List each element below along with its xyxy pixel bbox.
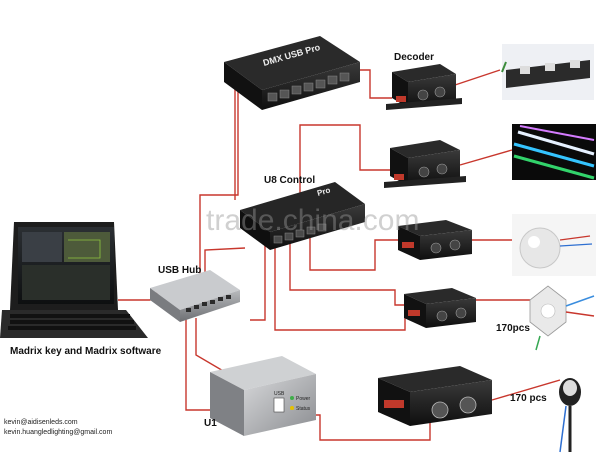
decoder-1 <box>386 64 462 110</box>
laptop <box>0 222 148 338</box>
cable-hub-u1 <box>195 318 226 373</box>
u1-status-text: Status <box>296 406 311 412</box>
decoder-3 <box>398 220 472 260</box>
contact-email-1: kevin@aidisenleds.com <box>4 419 78 426</box>
cable-decoder2-tube <box>459 149 513 166</box>
cable-hub-dmx-pro <box>199 79 241 300</box>
watermark: trade.china.com <box>206 204 420 237</box>
usb-hub <box>150 270 240 322</box>
u1-status-led <box>290 406 294 410</box>
u1-usb-port <box>273 397 285 413</box>
cable-u8-decoder4 <box>289 240 405 306</box>
usb-hub-label: USB Hub <box>158 265 202 276</box>
u1-power-text: Power <box>296 396 311 402</box>
quantity-label-2: 170 pcs <box>510 393 547 404</box>
contact-email-2: kevin.huangledlighting@gmail.com <box>4 429 113 436</box>
dmx-usb-pro-unit: DMX USB Pro <box>224 36 360 110</box>
quantity-label-1: 170pcs <box>496 323 530 334</box>
decoder-5 <box>378 366 492 426</box>
cable-u8-decoder2 <box>299 124 392 230</box>
u1-label: U1 <box>204 418 217 429</box>
led-strip-photo <box>501 44 594 100</box>
u8-pro-text: Pro <box>316 186 331 198</box>
cable-hub-u1-b <box>185 318 210 411</box>
cable-u8-decoder3 <box>309 230 400 271</box>
u1-power-led <box>290 396 294 400</box>
cable-decoder1-strip <box>454 69 501 86</box>
cable-u8-aux <box>250 245 266 321</box>
u8-control-label: U8 Control <box>264 175 316 186</box>
decoder-label: Decoder <box>394 52 435 63</box>
cable-network <box>118 69 561 441</box>
led-bulb-photo <box>512 214 596 276</box>
decoder-2 <box>384 140 466 188</box>
u1-dmx-interface: USB Power Status <box>210 356 316 436</box>
u8-control-unit: Pro <box>240 182 365 250</box>
cable-decoder5-pixel <box>491 379 561 401</box>
cable-u8-decoder4b <box>274 245 406 331</box>
led-tube-photo <box>512 124 596 180</box>
laptop-caption: Madrix key and Madrix software <box>10 346 162 357</box>
decoder-4 <box>404 288 476 328</box>
pixel-node-photo-2 <box>559 378 581 453</box>
u1-port-text: USB <box>274 391 285 397</box>
pixel-node-photo-1 <box>529 285 595 351</box>
